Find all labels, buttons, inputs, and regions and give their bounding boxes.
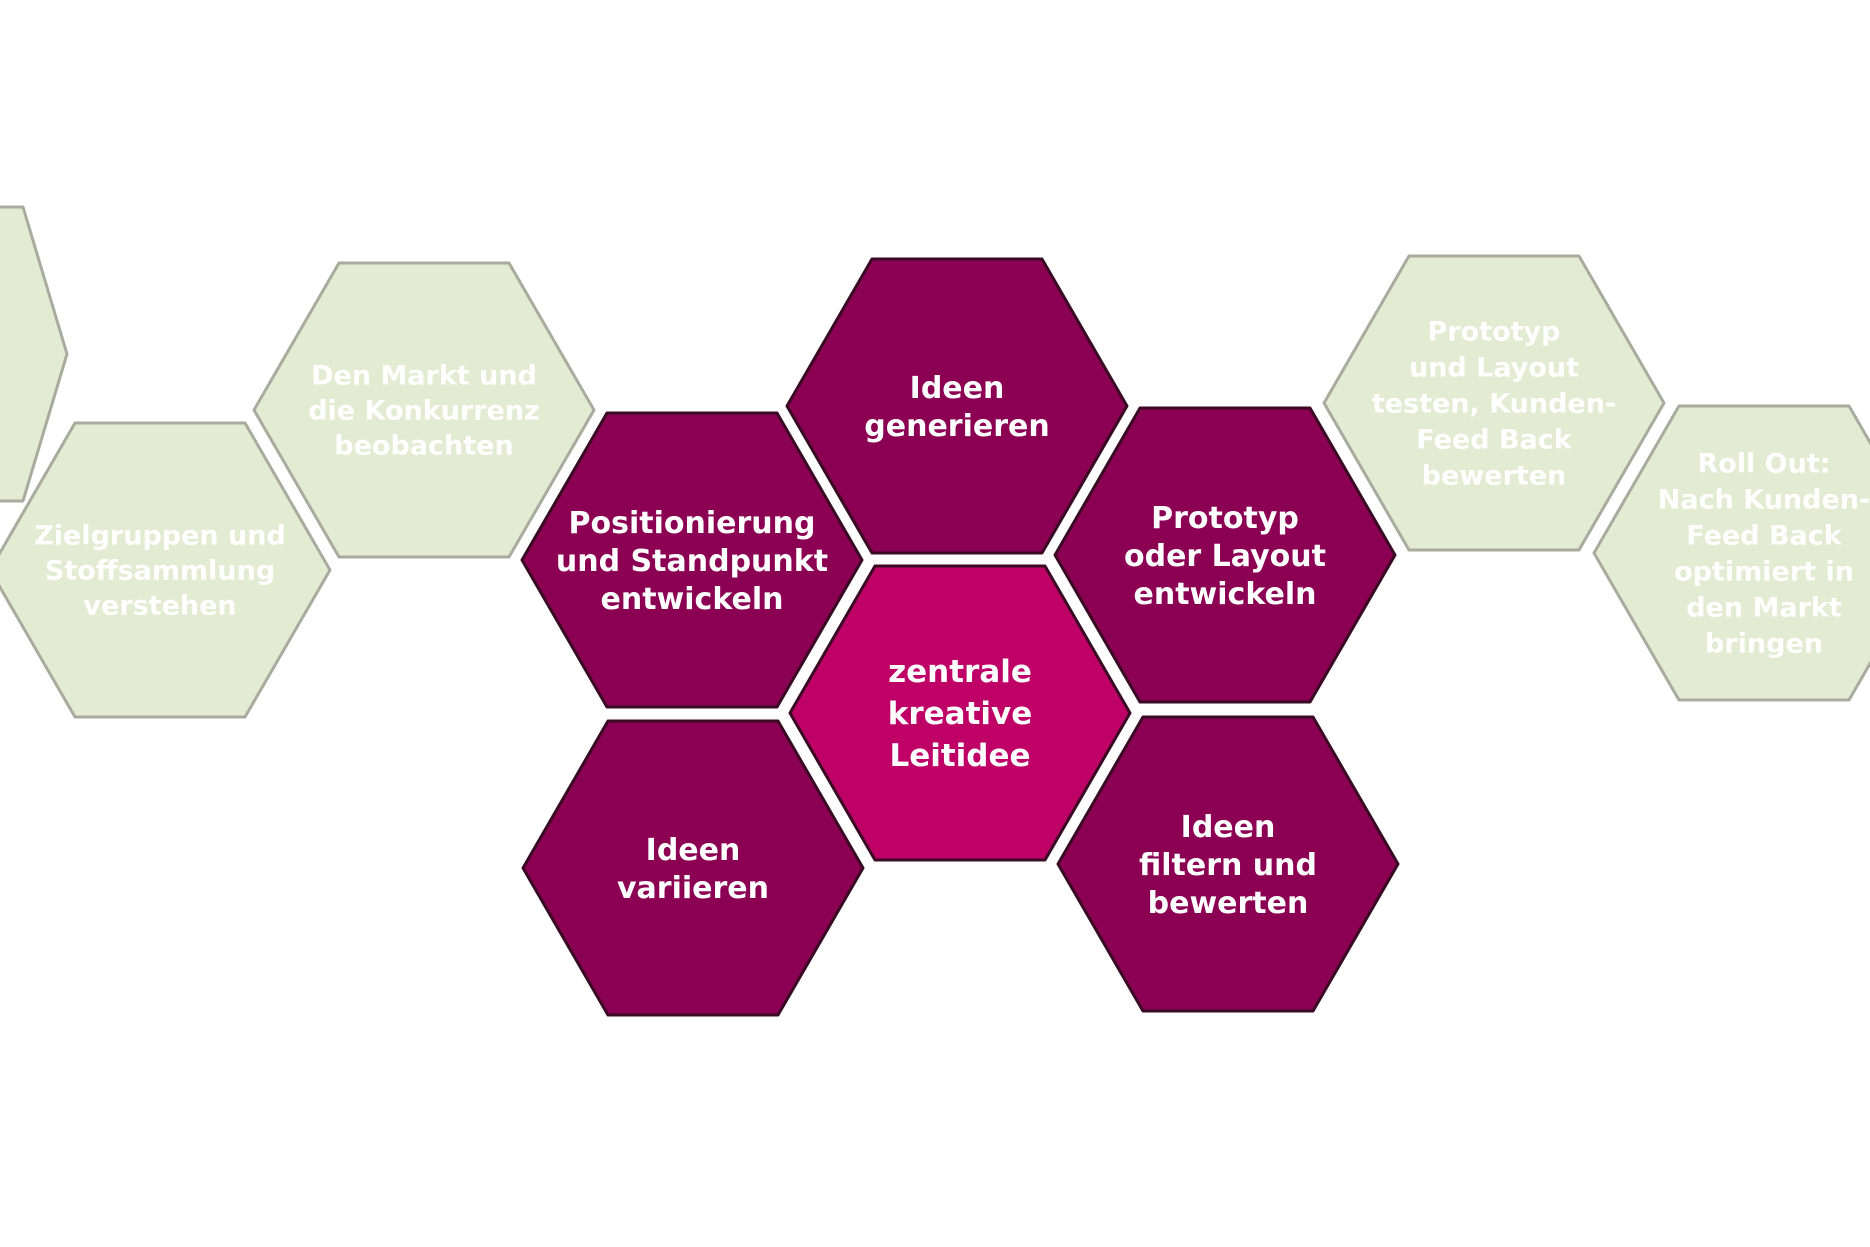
hex-positionierung-label-line: Positionierung	[569, 506, 816, 541]
hex-prototyp-testen-label-line: testen, Kunden-	[1372, 389, 1616, 420]
hex-zielgruppen-label-line: Zielgruppen und	[34, 521, 286, 552]
hex-edge-left	[0, 205, 69, 503]
hex-markt-label-line: die Konkurrenz	[308, 396, 540, 427]
hex-roll-out-label-line: Feed Back	[1686, 521, 1843, 552]
hex-prototyp-entwickeln-label-line: oder Layout	[1124, 539, 1326, 574]
hex-edge-left-shape	[0, 205, 69, 503]
hex-ideen-variieren-label-line: variieren	[617, 871, 769, 906]
hex-ideen-variieren-label-line: Ideen	[646, 833, 741, 868]
hex-leitidee-label-line: zentrale	[888, 654, 1032, 690]
hex-prototyp-entwickeln-label-line: entwickeln	[1134, 577, 1317, 612]
hex-zielgruppen-shape	[0, 421, 332, 719]
hex-roll-out-label-line: Nach Kunden-	[1658, 485, 1870, 516]
hex-zielgruppen-label-line: verstehen	[83, 591, 236, 622]
hex-positionierung-label-line: entwickeln	[601, 582, 784, 617]
hex-roll-out: Roll Out: Nach Kunden- Feed Back optimiert …	[1592, 404, 1870, 702]
hex-markt-label-line: Den Markt und	[311, 361, 537, 392]
hex-ideen-generieren-label-line: generieren	[864, 409, 1049, 444]
hex-roll-out-label-line: bringen	[1705, 629, 1823, 660]
hex-markt-shape	[252, 261, 596, 559]
hex-prototyp-testen-label-line: Feed Back	[1416, 425, 1573, 456]
hex-prototyp-testen-label-line: und Layout	[1409, 353, 1579, 384]
hex-markt: Den Markt und die Konkurrenz beobachten	[252, 261, 596, 559]
hex-prototyp-testen-shape	[1322, 254, 1666, 552]
hex-zielgruppen-label-line: Stoffsammlung	[45, 556, 275, 587]
hex-ideen-filtern-label-line: filtern und	[1139, 848, 1317, 883]
hex-leitidee-shape	[788, 564, 1132, 862]
hex-ideen-generieren-label-line: Ideen	[910, 371, 1005, 406]
hex-positionierung-shape	[520, 411, 864, 709]
hex-ideen-filtern-label-line: bewerten	[1148, 886, 1309, 921]
hex-ideen-filtern-shape	[1056, 715, 1400, 1013]
hex-roll-out-shape	[1592, 404, 1870, 702]
hex-prototyp-entwickeln-shape	[1053, 406, 1397, 704]
hex-roll-out-label-line: den Markt	[1686, 593, 1842, 624]
hex-positionierung-label-line: und Standpunkt	[556, 544, 828, 579]
hex-markt-label-line: beobachten	[334, 431, 513, 462]
hex-roll-out-label-line: Roll Out:	[1697, 449, 1830, 480]
hex-roll-out-label-line: optimiert in	[1674, 557, 1854, 588]
hex-leitidee-label-line: Leitidee	[889, 738, 1030, 774]
hex-ideen-generieren-shape	[785, 257, 1129, 555]
hex-prototyp-testen-label-line: bewerten	[1422, 461, 1567, 492]
hex-prototyp-entwickeln-label-line: Prototyp	[1151, 501, 1299, 536]
hex-prototyp-testen-label-line: Prototyp	[1428, 317, 1561, 348]
hex-ideen-variieren-shape	[521, 719, 865, 1017]
hex-leitidee-label-line: kreative	[888, 696, 1033, 732]
hex-ideen-filtern-label-line: Ideen	[1181, 810, 1276, 845]
hex-prototyp-testen: Prototyp und Layout testen, Kunden- Feed Ba…	[1322, 254, 1666, 552]
